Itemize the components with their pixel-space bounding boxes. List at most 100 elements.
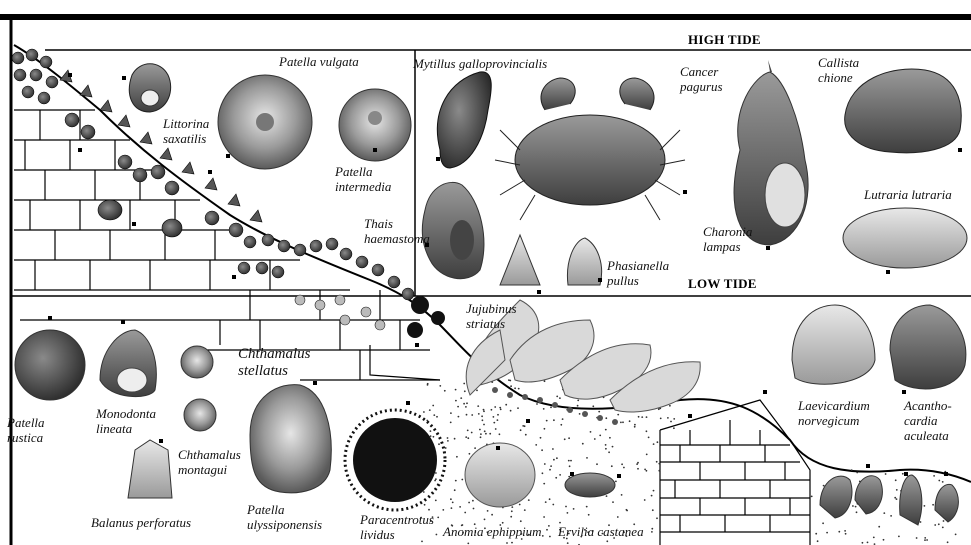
sand-dot	[568, 476, 570, 478]
sand-dot	[478, 413, 480, 415]
sand-dot	[463, 383, 465, 385]
sand-dot	[656, 517, 658, 519]
sand-dot	[658, 463, 660, 465]
sand-dot	[455, 389, 457, 391]
sand-dot	[878, 526, 880, 528]
sand-dot	[464, 390, 466, 392]
sand-dot	[511, 510, 513, 512]
sand-dot	[568, 437, 570, 439]
sand-dot	[436, 534, 438, 536]
sand-dot	[582, 443, 584, 445]
sand-dot	[883, 512, 885, 514]
sand-dot	[550, 407, 552, 409]
sand-dot	[424, 504, 426, 506]
sand-dot	[481, 415, 483, 417]
label-patella-ulyssiponensis: Patella ulyssiponensis	[247, 502, 322, 532]
sand-dot	[550, 465, 552, 467]
sand-dot	[471, 414, 473, 416]
monodonta-lineata-shell	[100, 330, 156, 397]
sand-dot	[477, 405, 479, 407]
sand-dot	[579, 413, 581, 415]
label-mytilus: Mytillus galloprovincialis	[413, 56, 547, 71]
sand-dot	[485, 433, 487, 435]
sand-dot	[460, 397, 462, 399]
phasianella-pullus-shell	[567, 238, 601, 285]
label-chthamalus-montagui: Chthamalus montagui	[178, 447, 241, 477]
sand-dot	[524, 509, 526, 511]
sand-dot	[942, 527, 944, 529]
sand-dot	[479, 429, 481, 431]
sand-dot	[435, 472, 437, 474]
sand-dot	[608, 451, 610, 453]
sand-dot	[548, 525, 550, 527]
sand-dot	[473, 508, 475, 510]
label-callista-chione: Callista chione	[818, 55, 859, 85]
acanthocardia-aculeata-shell	[890, 305, 966, 389]
sand-dot	[588, 514, 590, 516]
sand-dot	[867, 542, 869, 544]
sand-dot	[467, 437, 469, 439]
sand-dot	[637, 462, 639, 464]
label-thais-haemastoma: Thais haemastoma	[364, 216, 430, 246]
sand-dot	[657, 441, 659, 443]
sand-dot	[653, 490, 655, 492]
sand-dot	[450, 422, 452, 424]
sand-dot	[454, 489, 456, 491]
sand-dot	[458, 416, 460, 418]
sand-dot	[594, 438, 596, 440]
sand-dot	[493, 422, 495, 424]
sand-dot	[544, 428, 546, 430]
sand-dot	[500, 409, 502, 411]
sand-dot	[433, 436, 435, 438]
sand-dot	[670, 421, 672, 423]
sand-dot	[947, 541, 949, 543]
label-charonia-lampas: Charonia lampas	[703, 224, 752, 254]
sand-dot	[955, 534, 957, 536]
sand-dot	[612, 501, 614, 503]
sand-dot	[623, 467, 625, 469]
sand-dot	[436, 416, 438, 418]
sand-dot	[517, 407, 519, 409]
low-shore-barnacles	[820, 475, 958, 525]
callista-chione-shell	[845, 69, 962, 153]
sand-dot	[463, 403, 465, 405]
sand-dot	[506, 542, 508, 544]
thais-haemastoma-shell	[422, 182, 484, 278]
sand-dot	[634, 424, 636, 426]
sand-dot	[429, 409, 431, 411]
sand-dot	[434, 480, 436, 482]
sand-dot	[851, 469, 853, 471]
low-tide-label: LOW TIDE	[688, 276, 757, 292]
cancer-pagurus-crab	[495, 78, 685, 220]
sand-dot	[518, 388, 520, 390]
sand-dot	[660, 418, 662, 420]
sand-dot	[454, 438, 456, 440]
sand-dot	[544, 380, 546, 382]
sand-dot	[621, 463, 623, 465]
sand-dot	[934, 524, 936, 526]
sand-dot	[652, 509, 654, 511]
sand-dot	[493, 416, 495, 418]
sand-dot	[483, 424, 485, 426]
sand-dot	[653, 443, 655, 445]
sand-dot	[926, 539, 928, 541]
sand-dot	[590, 431, 592, 433]
sand-dot	[511, 542, 513, 544]
sand-dot	[455, 400, 457, 402]
sand-dot	[920, 521, 922, 523]
label-chthamalus-stellatus: Chthamalus stellatus	[238, 346, 311, 380]
sand-dot	[465, 406, 467, 408]
label-acanthocardia-aculeata: Acantho- cardia aculeata	[904, 398, 952, 443]
label-patella-intermedia: Patella intermedia	[335, 164, 391, 194]
patella-rustica-shell	[15, 330, 85, 400]
littorina-saxatilis-shell	[129, 64, 170, 112]
sand-dot	[465, 436, 467, 438]
sand-dot	[552, 504, 554, 506]
sand-dot	[435, 500, 437, 502]
sand-dot	[423, 411, 425, 413]
sand-dot	[658, 470, 660, 472]
sand-dot	[621, 494, 623, 496]
sand-dot	[464, 512, 466, 514]
sand-dot	[924, 537, 926, 539]
